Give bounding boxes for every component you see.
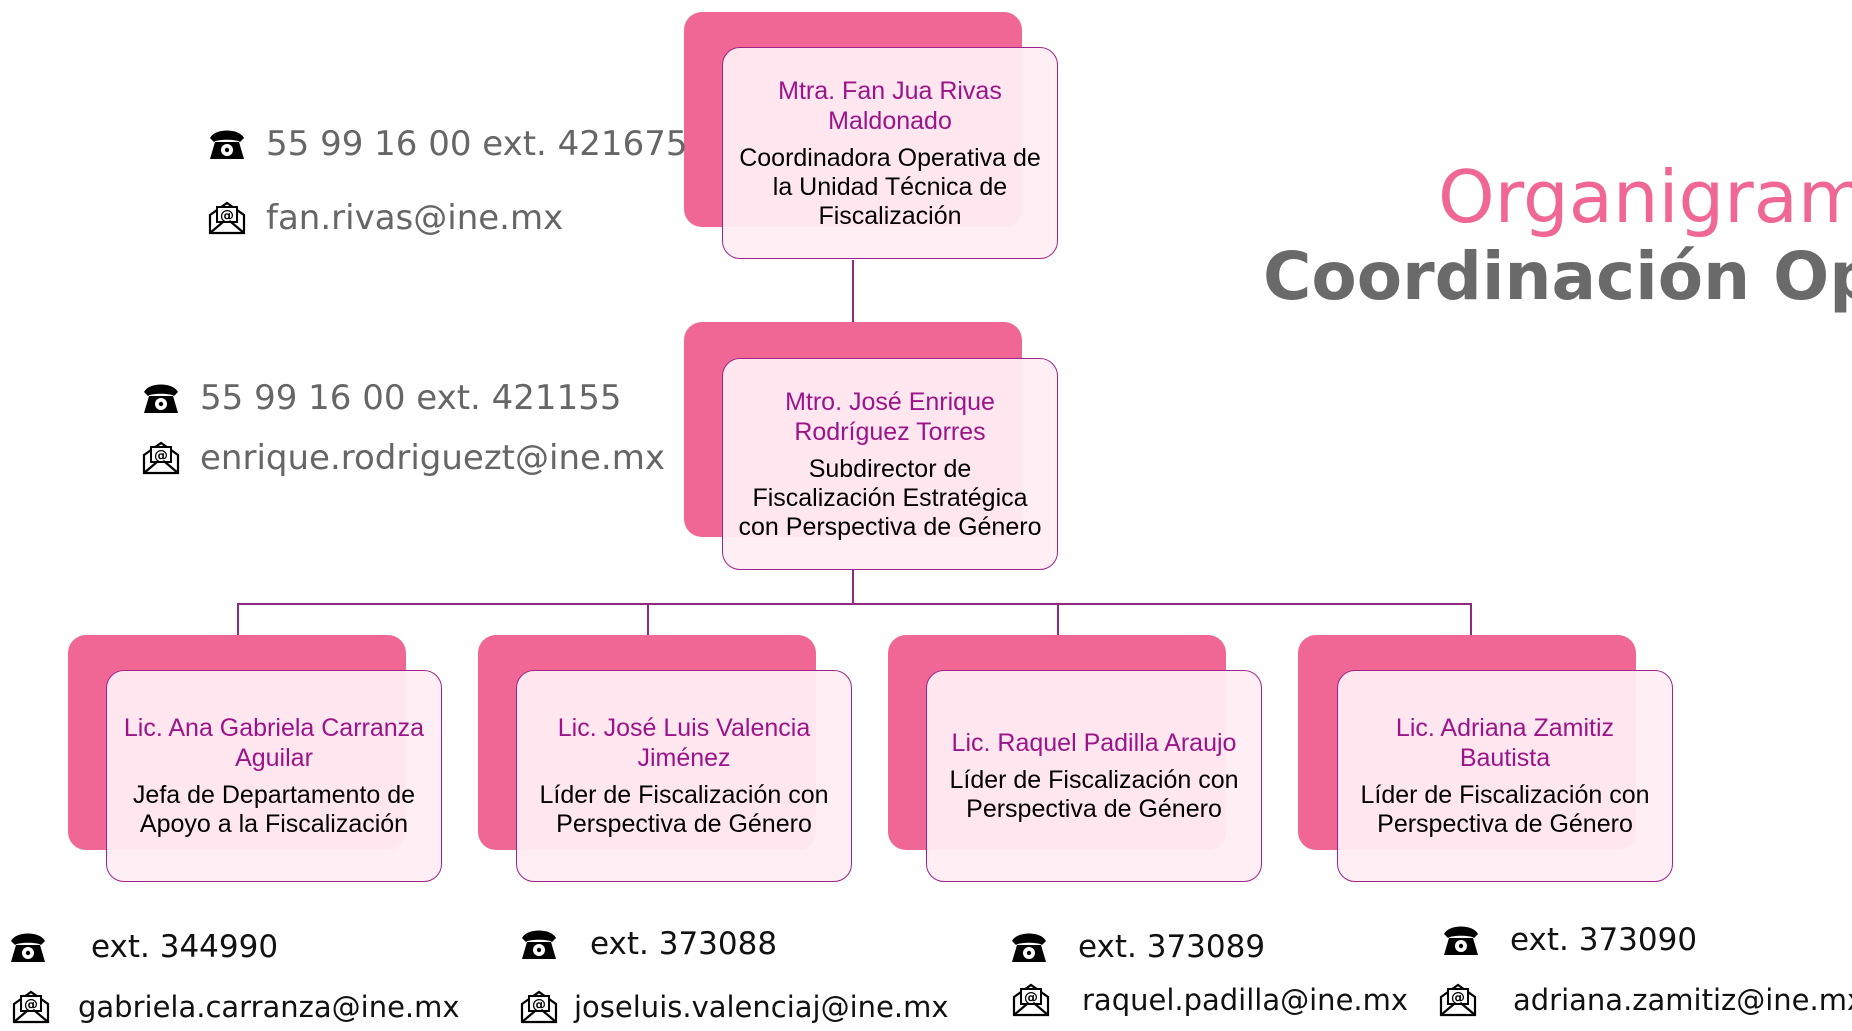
node-bottom-2-name: Lic. José Luis Valencia Jiménez [557,714,811,772]
telephone-icon [1012,933,1046,962]
bottom-3-phone-text: ext. 373089 [1078,929,1266,965]
email-icon: @ [12,990,50,1024]
bottom-2-email-contact[interactable]: @ joseluis.valenciaj@ine.mx [518,988,949,1026]
second-email-text: enrique.rodriguezt@ine.mx [200,438,665,478]
node-bottom-1[interactable]: Lic. Ana Gabriela Carranza Aguilar Jefa … [106,670,442,882]
email-icon: @ [208,201,246,235]
email-icon: @ [1012,983,1050,1017]
bottom-4-email-text: adriana.zamitiz@ine.mx [1513,983,1852,1017]
telephone-icon [144,384,178,413]
node-bottom-4[interactable]: Lic. Adriana Zamitiz Bautista Líder de F… [1337,670,1673,882]
connector-branch-1 [237,603,239,638]
bottom-1-phone-text: ext. 344990 [91,929,279,965]
bottom-2-phone-contact: ext. 373088 [518,925,777,963]
bottom-2-phone-text: ext. 373088 [590,926,778,962]
connector-branch-4 [1470,603,1472,638]
bottom-1-email-text: gabriela.carranza@ine.mx [78,990,460,1024]
telephone-icon [11,933,45,962]
top-email-contact[interactable]: @ fan.rivas@ine.mx [206,198,563,238]
node-bottom-4-role: Líder de Fiscalización con Perspectiva d… [1360,781,1650,838]
bottom-4-email-contact[interactable]: @ adriana.zamitiz@ine.mx [1437,981,1852,1019]
bottom-3-email-contact[interactable]: @ raquel.padilla@ine.mx [1010,981,1408,1019]
second-phone-text: 55 99 16 00 ext. 421155 [200,378,622,418]
bottom-3-email-text: raquel.padilla@ine.mx [1082,983,1409,1017]
bottom-1-phone-contact: ext. 344990 [7,928,278,966]
bottom-2-email-text: joseluis.valenciaj@ine.mx [574,990,949,1024]
second-email-contact[interactable]: @ enrique.rodriguezt@ine.mx [140,438,665,478]
telephone-icon [522,930,556,959]
node-top-role: Coordinadora Operativa de la Unidad Técn… [739,143,1041,230]
bottom-4-phone-contact: ext. 373090 [1440,921,1697,959]
telephone-icon [1444,926,1478,955]
node-bottom-1-role: Jefa de Departamento de Apoyo a la Fisca… [132,781,416,838]
email-icon: @ [1439,983,1477,1017]
connector-top-to-second [852,260,854,355]
svg-text:@: @ [24,997,38,1013]
node-second[interactable]: Mtro. José Enrique Rodríguez Torres Subd… [722,358,1058,570]
svg-text:@: @ [532,997,546,1013]
connector-branch-2 [647,603,649,638]
email-icon: @ [520,990,558,1024]
bottom-3-phone-contact: ext. 373089 [1008,928,1265,966]
svg-text:@: @ [1451,990,1465,1006]
node-top[interactable]: Mtra. Fan Jua Rivas Maldonado Coordinado… [722,47,1058,259]
connector-second-to-branch [852,570,854,603]
page-title: Organigrama [1438,155,1852,239]
page-subtitle: Coordinación Ope [1263,238,1852,315]
svg-text:@: @ [220,208,234,224]
node-bottom-1-name: Lic. Ana Gabriela Carranza Aguilar [123,714,425,772]
node-bottom-3[interactable]: Lic. Raquel Padilla Araujo Líder de Fisc… [926,670,1262,882]
top-phone-contact: 55 99 16 00 ext. 421675 [206,124,687,164]
svg-text:@: @ [154,448,168,464]
node-top-name: Mtra. Fan Jua Rivas Maldonado [778,76,1002,135]
bottom-4-phone-text: ext. 373090 [1510,922,1698,958]
connector-branch-3 [1057,603,1059,638]
node-bottom-2[interactable]: Lic. José Luis Valencia Jiménez Líder de… [516,670,852,882]
node-bottom-4-name: Lic. Adriana Zamitiz Bautista [1395,714,1615,772]
connector-horizontal-branch [237,603,1472,605]
email-icon: @ [142,441,180,475]
node-bottom-2-role: Líder de Fiscalización con Perspectiva d… [539,781,829,838]
node-second-role: Subdirector de Fiscalización Estratégica… [738,454,1042,541]
bottom-1-email-contact[interactable]: @ gabriela.carranza@ine.mx [10,988,460,1026]
second-phone-contact: 55 99 16 00 ext. 421155 [140,378,621,418]
node-second-name: Mtro. José Enrique Rodríguez Torres [785,387,995,446]
node-bottom-3-role: Líder de Fiscalización con Perspectiva d… [949,766,1239,823]
node-bottom-3-name: Lic. Raquel Padilla Araujo [951,729,1237,757]
telephone-icon [210,130,244,159]
top-phone-text: 55 99 16 00 ext. 421675 [266,124,688,164]
svg-text:@: @ [1024,990,1038,1006]
top-email-text: fan.rivas@ine.mx [266,198,564,238]
